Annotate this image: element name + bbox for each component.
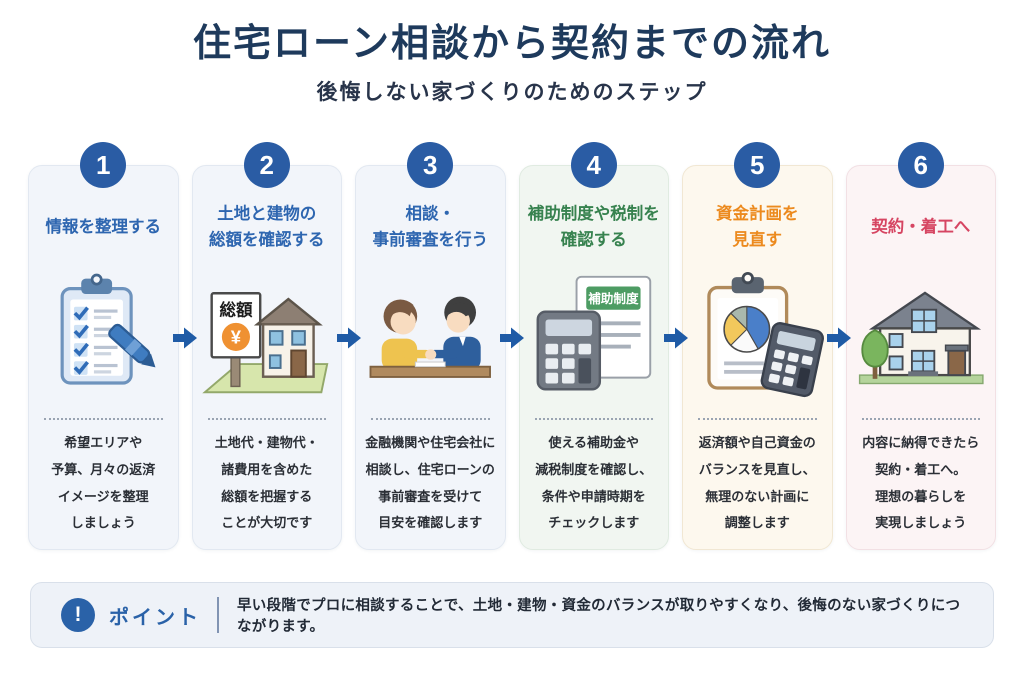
step-1: 1 情報を整理する — [28, 142, 179, 550]
step-3-card: 相談・ 事前審査を行う — [355, 165, 506, 550]
step-6-title: 契約・着工へ — [871, 218, 971, 237]
flow-arrow — [336, 142, 361, 549]
page-subtitle: 後悔しない家づくりのためのステップ — [316, 81, 708, 104]
tree-icon — [860, 329, 889, 380]
svg-text:補助制度: 補助制度 — [587, 291, 639, 306]
house-and-tree-icon — [854, 260, 989, 408]
window-icon — [910, 350, 935, 373]
price-sign-and-house-icon: 総額 ¥ — [200, 260, 335, 408]
step-5-number-badge: 5 — [734, 142, 781, 188]
divider — [217, 597, 219, 633]
consultation-people-icon — [363, 260, 498, 408]
page-title: 住宅ローン相談から契約までの流れ — [192, 23, 832, 65]
step-6-description: 内容に納得できたら 契約・着工へ。 理想の暮らしを 実現しましょう — [862, 435, 980, 531]
point-text: 早い段階でプロに相談することで、土地・建物・資金のバランスが取りやすくなり、後悔… — [237, 598, 961, 635]
step-4-card: 補助制度や税制を 確認する 補助制度 — [518, 165, 669, 550]
divider — [534, 418, 653, 421]
step-3-title: 相談・ 事前審査を行う — [372, 205, 489, 249]
window-icon — [910, 309, 937, 334]
steps-flow: 1 情報を整理する — [0, 142, 1024, 550]
step-5-description: 返済額や自己資金の バランスを見直し、 無理のない計画に 調整します — [698, 435, 816, 531]
step-3: 3 相談・ 事前審査を行う — [355, 142, 506, 550]
step-3-description: 金融機関や住宅会社に 相談し、住宅ローンの 事前審査を受けて 目安を確認します — [365, 435, 496, 531]
step-6-number-badge: 6 — [897, 142, 944, 188]
calculator-icon — [536, 310, 601, 391]
clipboard-pie-chart-icon — [690, 260, 825, 408]
step-3-number-badge: 3 — [407, 142, 454, 188]
divider — [698, 418, 817, 421]
arrow-right-icon — [336, 327, 361, 349]
clipboard-checklist-icon — [36, 260, 171, 408]
step-1-number-badge: 1 — [80, 142, 127, 188]
flow-arrow — [173, 142, 197, 549]
step-4-title: 補助制度や税制を 確認する — [527, 205, 660, 249]
step-5: 5 資金計画を 見直す — [682, 142, 833, 550]
arrow-right-icon — [827, 327, 851, 349]
step-4: 4 補助制度や税制を 確認する 補助制度 — [518, 142, 669, 550]
step-1-title-line: 情報を整理する — [45, 218, 162, 237]
flow-arrow — [663, 142, 688, 549]
point-callout: ! ポイント 早い段階でプロに相談することで、土地・建物・資金のバランスが取りや… — [30, 582, 994, 648]
step-4-number-badge: 4 — [570, 142, 617, 188]
step-4-description: 使える補助金や 減税制度を確認し、 条件や申請時期を チェックします — [535, 435, 653, 531]
step-1-description: 希望エリアや 予算、月々の返済 イメージを整理 しましょう — [51, 435, 156, 531]
step-2-number-badge: 2 — [243, 142, 290, 188]
divider — [207, 418, 326, 421]
arrow-right-icon — [663, 327, 688, 349]
step-6-card: 契約・着工へ — [845, 165, 996, 550]
step-2-card: 土地と建物の 総額を確認する 総額 ¥ — [191, 165, 342, 550]
step-2-title: 土地と建物の 総額を確認する — [209, 205, 325, 249]
exclamation-icon: ! — [61, 598, 95, 632]
divider — [371, 418, 490, 421]
point-label: ポイント — [109, 606, 201, 629]
step-2: 2 土地と建物の 総額を確認する 総額 ¥ — [191, 142, 342, 550]
step-1-card: 情報を整理する — [28, 165, 179, 550]
pen-icon — [108, 324, 156, 368]
step-2-description: 土地代・建物代・ 諸費用を含めた 総額を把握する ことが大切です — [214, 435, 319, 531]
calculator-icon — [760, 322, 824, 398]
step-5-title: 資金計画を 見直す — [716, 205, 799, 249]
step-1-title: 情報を整理する — [36, 200, 171, 256]
calculator-and-document-icon: 補助制度 — [527, 260, 662, 408]
svg-text:¥: ¥ — [231, 327, 242, 348]
flow-arrow — [827, 142, 851, 549]
divider — [44, 418, 163, 421]
arrow-right-icon — [173, 327, 197, 349]
svg-text:総額: 総額 — [219, 300, 253, 320]
arrow-right-icon — [500, 327, 524, 349]
step-5-card: 資金計画を 見直す — [682, 165, 833, 550]
divider — [861, 418, 980, 421]
step-6: 6 契約・着工へ — [845, 142, 996, 550]
flow-arrow — [500, 142, 524, 549]
pie-chart-icon — [723, 305, 771, 353]
